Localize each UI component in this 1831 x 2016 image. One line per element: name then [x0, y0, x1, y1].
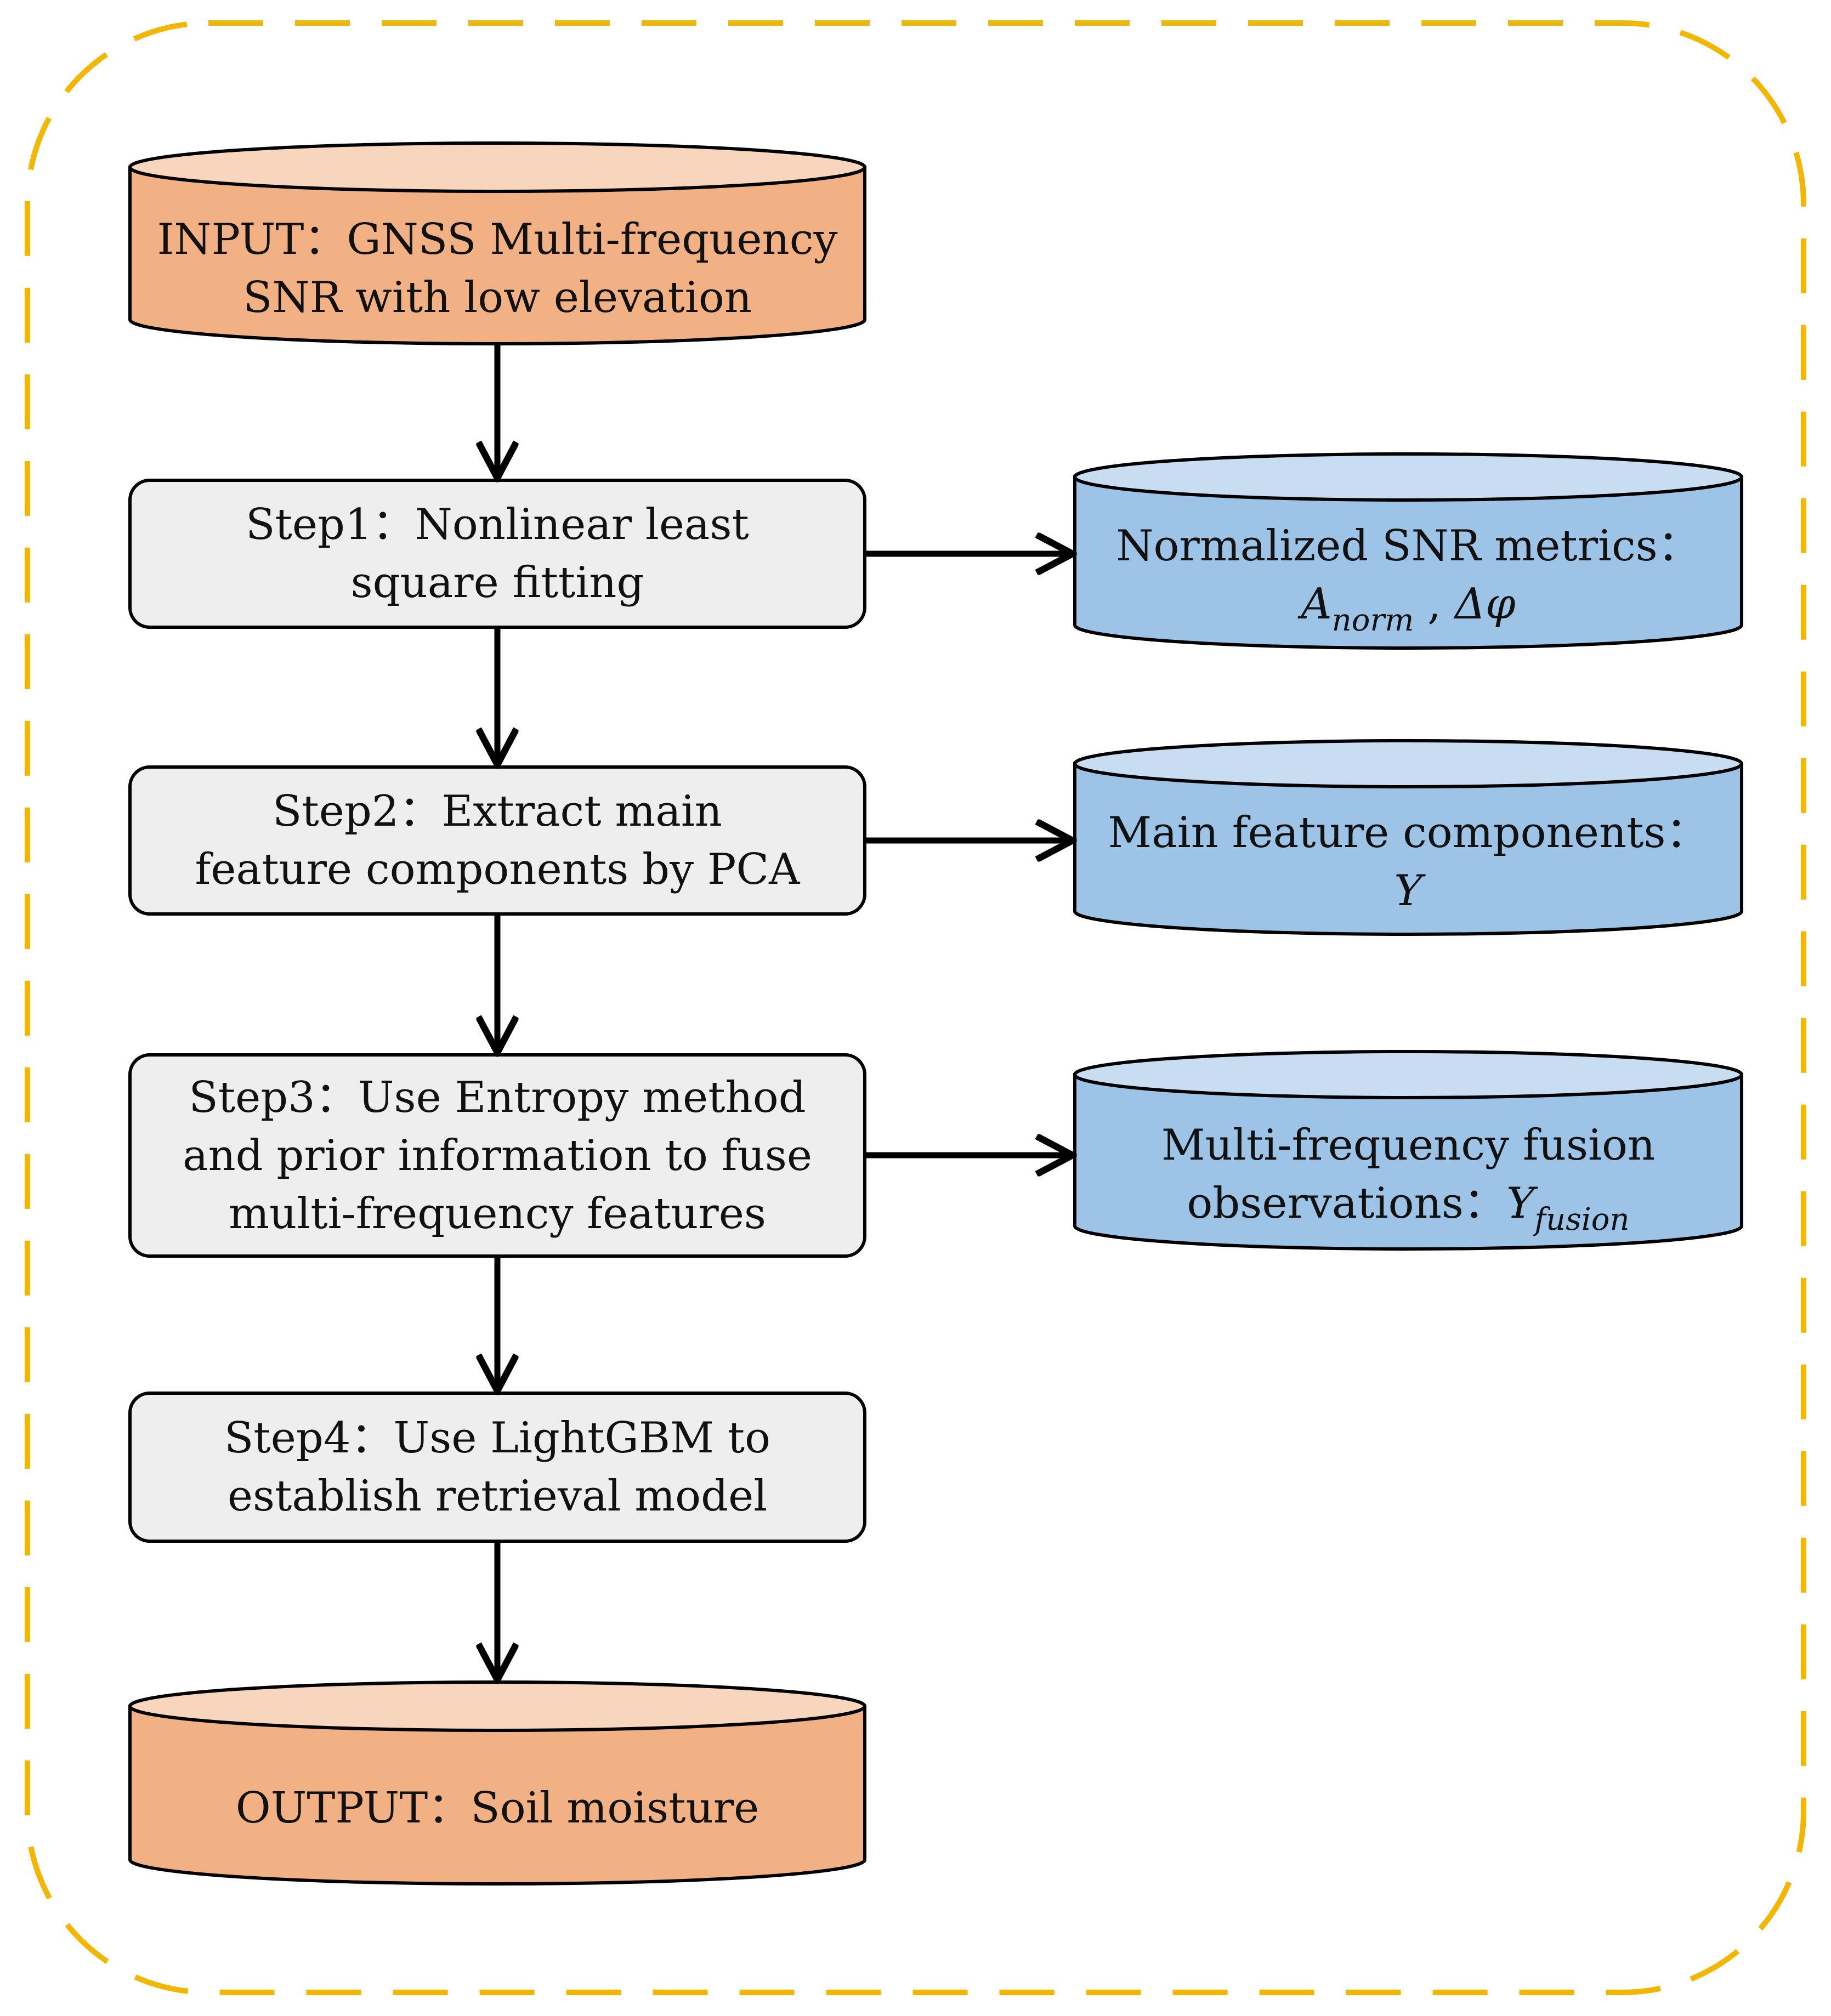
metrics-cylinder-top — [1073, 452, 1743, 502]
input-cylinder-top — [128, 141, 866, 193]
step4-label-line1: Step4：Use LightGBM to — [224, 1413, 771, 1463]
step3-label: Step3：Use Entropy method and prior infor… — [130, 1055, 865, 1256]
fusion-symbol-sub: fusion — [1534, 1202, 1630, 1237]
step1-label-line1: Step1：Nonlinear least — [246, 500, 749, 549]
fusion-label-prefix: observations： — [1187, 1179, 1506, 1228]
metrics-cylinder — [1073, 452, 1743, 650]
components-cylinder — [1073, 739, 1743, 936]
fusion-label-line1: Multi-frequency fusion — [1161, 1121, 1656, 1170]
input-cylinder-body — [128, 166, 866, 345]
step1-label: Step1：Nonlinear least square fitting — [130, 480, 865, 627]
metrics-cylinder-body — [1073, 475, 1743, 650]
step4-label-line2: establish retrieval model — [227, 1472, 768, 1521]
output-cylinder — [128, 1680, 866, 1886]
components-label-line1: Main feature components： — [1108, 808, 1709, 857]
output-label: OUTPUT：Soil moisture — [130, 1734, 865, 1883]
output-cylinder-body — [128, 1705, 866, 1886]
components-cylinder-top — [1073, 739, 1743, 788]
input-label-line2: SNR with low elevation — [242, 273, 752, 322]
metrics-separator: , — [1414, 580, 1455, 629]
input-label-line1: INPUT：GNSS Multi-frequency — [157, 215, 838, 264]
step2-label-line2: feature components by PCA — [195, 845, 800, 894]
step2-label-line1: Step2：Extract main — [272, 787, 723, 836]
step3-label-line2: and prior information to fuse — [182, 1131, 813, 1180]
step3-label-line1: Step3：Use Entropy method — [189, 1072, 806, 1122]
dashed-frame — [25, 20, 1806, 1995]
step1-label-line2: square fitting — [350, 558, 644, 607]
components-symbol: Y — [1394, 866, 1422, 916]
fusion-label-line2: observations：Yfusion — [1187, 1174, 1630, 1237]
step4-label: Step4：Use LightGBM to establish retrieva… — [130, 1393, 865, 1541]
fusion-label: Multi-frequency fusion observations：Yfus… — [1075, 1100, 1742, 1249]
metrics-label-line2: Anorm , Δφ — [1301, 575, 1516, 638]
input-cylinder — [128, 141, 866, 345]
step2-label: Step2：Extract main feature components by… — [130, 767, 865, 914]
components-cylinder-body — [1073, 762, 1743, 936]
fusion-cylinder-body — [1073, 1073, 1743, 1251]
input-label: INPUT：GNSS Multi-frequency SNR with low … — [130, 195, 865, 343]
metrics-symbol-a: Anorm — [1301, 580, 1414, 638]
fusion-symbol: Yfusion — [1506, 1179, 1630, 1237]
fusion-cylinder-top — [1073, 1050, 1743, 1099]
fusion-cylinder — [1073, 1050, 1743, 1251]
metrics-symbol-phi: Δφ — [1454, 580, 1516, 629]
output-cylinder-top — [128, 1680, 866, 1732]
metrics-symbol-a-sub: norm — [1331, 603, 1414, 638]
components-label: Main feature components： Y — [1075, 789, 1742, 934]
step3-label-line3: multi-frequency features — [229, 1189, 766, 1239]
metrics-label: Normalized SNR metrics： Anorm , Δφ — [1075, 502, 1742, 648]
output-label-line1: OUTPUT：Soil moisture — [235, 1784, 759, 1833]
metrics-label-line1: Normalized SNR metrics： — [1116, 521, 1700, 571]
